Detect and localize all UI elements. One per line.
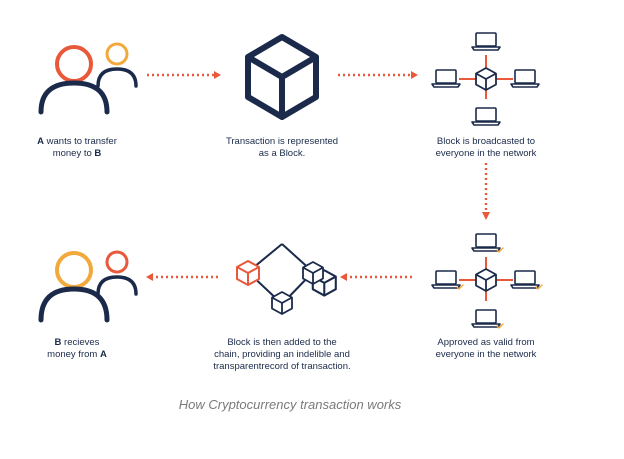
approval-network: [431, 233, 543, 329]
caption-line: Block is then added to the: [227, 337, 337, 348]
laptop-top-icon: [471, 233, 501, 252]
laptop-bottom-icon: [471, 107, 501, 126]
person-a-icon: [38, 45, 110, 115]
caption-bold: B: [94, 148, 102, 159]
laptop-right-icon: [510, 69, 540, 88]
arrow-4-to-5: [340, 273, 412, 281]
caption-line: as a Block.: [258, 148, 306, 159]
chain-block-icon: [302, 261, 324, 285]
laptop-left-icon: [431, 270, 461, 289]
caption-bold: A: [37, 136, 44, 147]
new-block-icon: [236, 260, 260, 286]
caption-line: everyone in the network: [435, 148, 537, 159]
step4-caption: Approved as valid from everyone in the n…: [416, 337, 556, 361]
broadcast-network: [431, 32, 540, 126]
step1-caption: A wants to transfer money to B: [22, 136, 132, 160]
chain-block-icon: [271, 291, 293, 315]
blockchain-icon: [236, 243, 337, 315]
caption-text: recieves: [61, 337, 100, 348]
arrow-3-to-4: [482, 163, 490, 220]
caption-text: money from: [47, 349, 100, 360]
caption-bold: B: [54, 337, 62, 348]
caption-line: Block is broadcasted to: [436, 136, 536, 147]
block-icon: [245, 34, 319, 120]
laptop-left-icon: [431, 69, 461, 88]
arrow-5-to-6: [146, 273, 218, 281]
caption-line: Approved as valid from: [437, 337, 535, 348]
network-block-icon: [475, 268, 497, 292]
person-b-icon: [96, 42, 138, 88]
step6-caption: B recieves money from A: [22, 337, 132, 361]
laptop-bottom-icon: [471, 309, 501, 328]
caption-line: Transaction is represented: [225, 136, 339, 147]
arrow-2-to-3: [338, 71, 418, 79]
caption-bold: A: [99, 349, 107, 360]
step2-caption: Transaction is represented as a Block.: [207, 136, 357, 160]
arrow-1-to-2: [147, 71, 221, 79]
caption-line: chain, providing an indelible and: [214, 349, 350, 360]
caption-text: money to: [52, 148, 95, 159]
caption-line: transparentrecord of transaction.: [213, 361, 351, 372]
step3-caption: Block is broadcasted to everyone in the …: [416, 136, 556, 160]
laptop-right-icon: [510, 270, 540, 289]
caption-text: wants to transfer: [44, 136, 117, 147]
person-b-receiver-icon: [38, 251, 110, 323]
network-block-icon: [475, 67, 497, 91]
caption-line: everyone in the network: [435, 349, 537, 360]
laptop-top-icon: [471, 32, 501, 51]
step5-caption: Block is then added to the chain, provid…: [197, 337, 367, 373]
figure-caption: How Cryptocurrency transaction works: [178, 397, 402, 412]
person-a-sender-icon: [96, 250, 138, 296]
